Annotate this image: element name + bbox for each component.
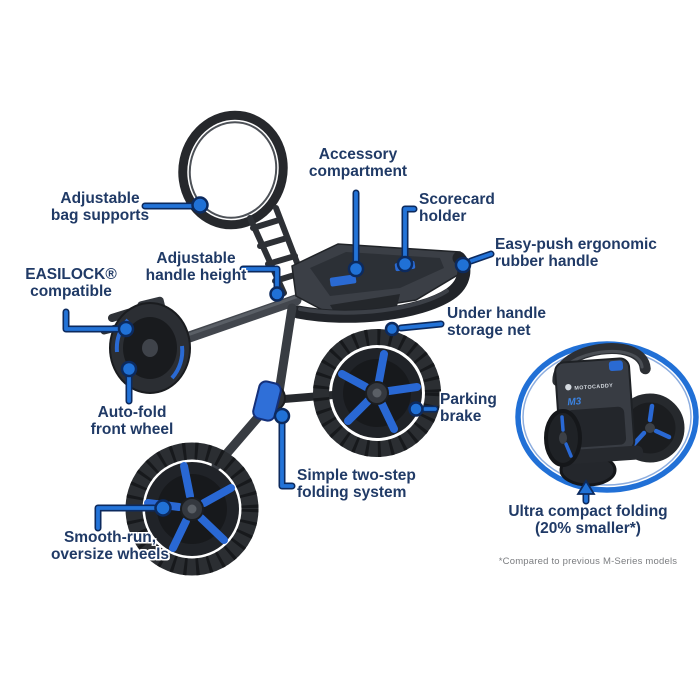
callout-label-easilock-compatible: EASILOCK® compatible bbox=[25, 266, 117, 300]
callout-label-easy-push-handle: Easy-push ergonomic rubber handle bbox=[495, 236, 657, 270]
callout-dot-smooth-run-wheels bbox=[154, 499, 172, 517]
callout-line-scorecard-holder bbox=[396, 205, 418, 273]
callout-label-adjustable-handle-height: Adjustable handle height bbox=[145, 250, 247, 284]
callout-label-simple-folding-system: Simple two-step folding system bbox=[297, 467, 416, 501]
callout-dot-easy-push-handle bbox=[454, 256, 472, 274]
folded-wheel-left bbox=[544, 409, 582, 467]
callout-dot-parking-brake bbox=[408, 401, 424, 417]
callout-label-smooth-run-wheels: Smooth-run, oversize wheels bbox=[50, 529, 170, 563]
callout-dot-scorecard-holder bbox=[396, 255, 414, 273]
folded-cart-brand-text: MOTOCADDY bbox=[574, 383, 613, 392]
callout-line-auto-fold-front-wheel bbox=[120, 360, 138, 405]
front-strut bbox=[166, 294, 302, 349]
callout-label-adjustable-bag-supports: Adjustable bag supports bbox=[50, 190, 150, 224]
callout-line-adjustable-handle-height bbox=[239, 265, 285, 302]
handle-console bbox=[291, 243, 471, 323]
callout-label-ultra-compact-folding: Ultra compact folding (20% smaller*) bbox=[508, 503, 668, 537]
callout-lines bbox=[62, 189, 596, 532]
callout-dot-auto-fold-front-wheel bbox=[120, 360, 138, 378]
callout-label-under-handle-storage-net: Under handle storage net bbox=[447, 305, 547, 339]
callout-label-scorecard-holder: Scorecard holder bbox=[419, 191, 495, 225]
callout-line-accessory-compartment bbox=[347, 189, 365, 278]
callout-dot-adjustable-handle-height bbox=[269, 286, 285, 302]
comparison-footnote: *Compared to previous M-Series models bbox=[498, 556, 678, 567]
callout-line-ultra-compact-folding bbox=[576, 479, 596, 505]
folded-cart-model-text: M3 bbox=[567, 396, 582, 408]
bag-support-ring bbox=[178, 110, 288, 230]
callout-dot-simple-folding-system bbox=[273, 407, 291, 425]
callout-line-smooth-run-wheels bbox=[94, 499, 172, 532]
callout-line-simple-folding-system bbox=[273, 407, 296, 490]
callout-dot-under-handle-storage-net bbox=[384, 321, 400, 337]
callout-label-auto-fold-front-wheel: Auto-fold front wheel bbox=[90, 404, 174, 438]
callout-line-easy-push-handle bbox=[454, 250, 495, 274]
callout-line-adjustable-bag-supports bbox=[141, 196, 209, 214]
rear-wheel-right bbox=[313, 329, 441, 457]
callout-dot-accessory-compartment bbox=[347, 260, 365, 278]
callout-arrow-ultra-compact-folding bbox=[576, 479, 596, 495]
folding-lever bbox=[252, 380, 282, 422]
front-wheel-hub bbox=[109, 296, 191, 394]
callout-line-parking-brake bbox=[408, 401, 439, 417]
callout-dot-adjustable-bag-supports bbox=[191, 196, 209, 214]
callout-line-under-handle-storage-net bbox=[384, 320, 445, 337]
callout-label-accessory-compartment: Accessory compartment bbox=[308, 146, 408, 180]
callout-label-parking-brake: Parking brake bbox=[440, 391, 497, 425]
callout-line-easilock-compatible bbox=[62, 308, 135, 338]
callout-dot-easilock-compatible bbox=[117, 320, 135, 338]
folded-trolley-illustration: MOTOCADDY M3 bbox=[515, 341, 699, 493]
